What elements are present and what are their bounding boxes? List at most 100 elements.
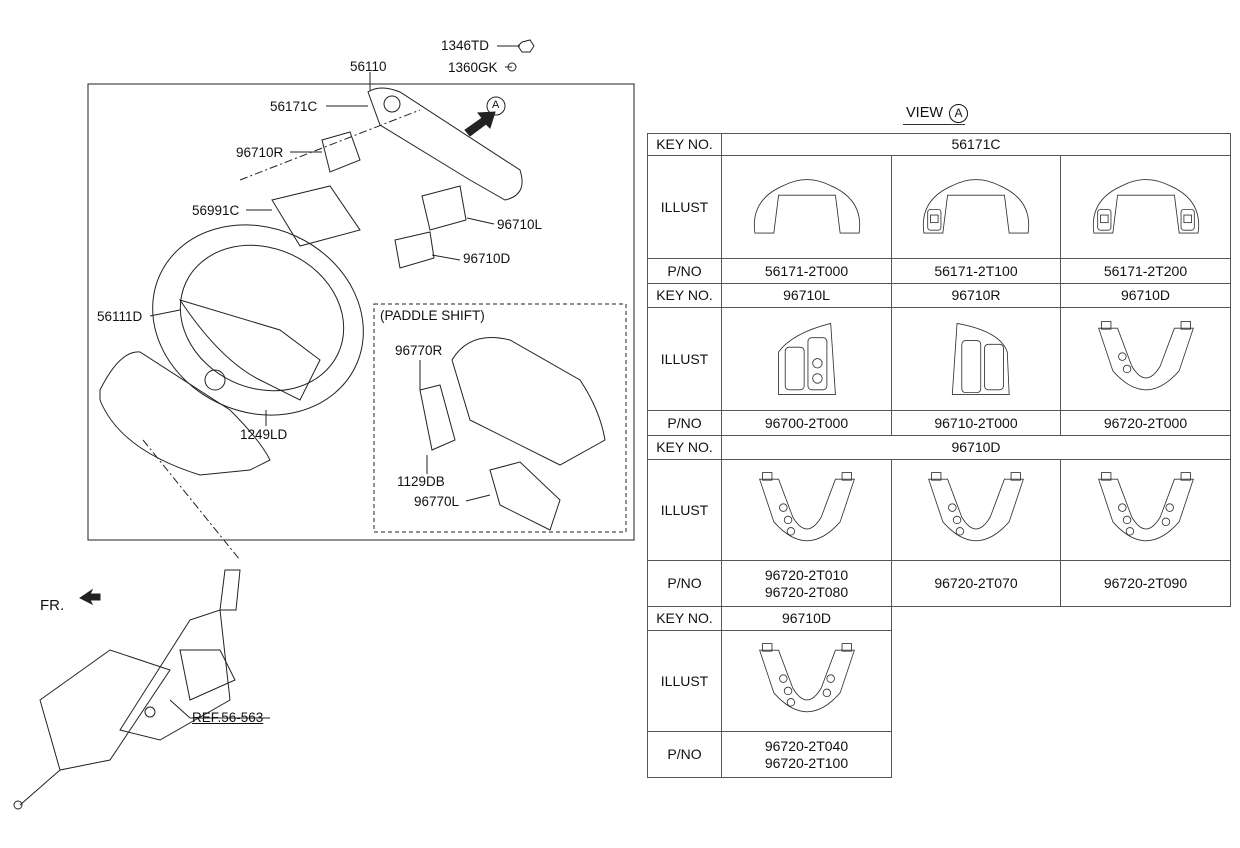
pno-cell[interactable]: 96710-2T000	[891, 410, 1061, 436]
view-a-arrow	[464, 111, 496, 137]
reference-link[interactable]: REF.56-563	[192, 710, 264, 725]
key-no-label: KEY NO.	[656, 136, 713, 153]
illust-header: ILLUST	[647, 459, 722, 561]
diagram-frame	[87, 83, 635, 541]
view-a-marker: A	[492, 99, 500, 111]
part-illustration-bezel-3-2	[758, 643, 855, 713]
illust-label: ILLUST	[660, 198, 709, 215]
illust-cell[interactable]	[721, 630, 892, 732]
front-label: FR.	[40, 597, 65, 614]
callout-56991c[interactable]: 56991C	[192, 203, 240, 218]
part-number: 56171-2T200	[1103, 262, 1188, 279]
upper-cover-56171c	[367, 87, 523, 201]
key-no-value: 96710L	[783, 287, 830, 304]
part-illustration-bezel-3-2	[1097, 472, 1194, 542]
lower-cover	[99, 351, 271, 476]
key-no-cell: 96710L	[721, 283, 892, 308]
callout-96710l[interactable]: 96710L	[497, 217, 543, 232]
pno-label: P/NO	[667, 746, 702, 763]
callout-56171c[interactable]: 56171C	[270, 99, 318, 114]
pno-cell[interactable]: 56171-2T200	[1060, 258, 1231, 284]
illust-cell[interactable]	[721, 307, 892, 411]
pno-header: P/NO	[647, 731, 722, 778]
illust-cell[interactable]	[1060, 459, 1231, 561]
part-number: 96710-2T000	[934, 414, 1018, 431]
part-illustration-bezel-3	[928, 472, 1024, 542]
key-no-cell: 56171C	[721, 133, 1231, 156]
paddle-shift-box	[373, 303, 627, 533]
key-no-value: 96710R	[951, 287, 1001, 304]
key-no-header: KEY NO.	[647, 435, 722, 460]
callout-56111d[interactable]: 56111D	[97, 309, 143, 324]
pno-label: P/NO	[667, 414, 702, 431]
part-illustration-bezel-2	[1097, 321, 1194, 391]
paddle-96770l	[489, 461, 561, 531]
part-illustration-cover-both-switch	[1092, 179, 1199, 234]
part-number: 96720-2T100	[764, 754, 849, 771]
part-illustration-cover-plain	[753, 179, 860, 234]
callout-1360gk[interactable]: 1360GK	[448, 60, 498, 75]
key-no-cell: 96710D	[721, 606, 892, 631]
front-arrow-icon	[79, 588, 101, 606]
illust-cell[interactable]	[1060, 307, 1231, 411]
nut-1346td	[517, 39, 535, 53]
illust-header: ILLUST	[647, 307, 722, 411]
illust-label: ILLUST	[660, 501, 709, 518]
bracket-56991c	[271, 185, 361, 247]
part-number: 96720-2T010	[764, 567, 849, 584]
callout-1249ld[interactable]: 1249LD	[240, 427, 288, 442]
pno-cell[interactable]: 96700-2T000	[721, 410, 892, 436]
callout-96770r[interactable]: 96770R	[395, 343, 443, 358]
paddle-96770r	[419, 384, 456, 451]
bezel-96710d	[394, 231, 435, 269]
pno-label: P/NO	[667, 262, 702, 279]
part-number: 96700-2T000	[764, 414, 849, 431]
pno-cell[interactable]: 56171-2T100	[891, 258, 1061, 284]
illust-cell[interactable]	[891, 459, 1061, 561]
callout-1129db[interactable]: 1129DB	[397, 474, 445, 489]
key-no-label: KEY NO.	[656, 287, 713, 304]
steering-wheel-56111d	[152, 224, 364, 416]
illust-cell[interactable]	[891, 307, 1061, 411]
key-no-value: 96710D	[951, 439, 1001, 456]
illust-header: ILLUST	[647, 155, 722, 259]
pno-cell[interactable]: 56171-2T000	[721, 258, 892, 284]
key-no-label: KEY NO.	[656, 439, 713, 456]
view-a-circle	[486, 96, 506, 116]
steering-column	[13, 569, 241, 810]
part-number: 96720-2T070	[934, 575, 1018, 592]
switch-96710l	[421, 185, 467, 231]
pno-cell[interactable]: 96720-2T000	[1060, 410, 1231, 436]
pno-header: P/NO	[647, 410, 722, 436]
pno-cell[interactable]: 96720-2T090	[1060, 560, 1231, 607]
illust-header: ILLUST	[647, 630, 722, 732]
key-no-cell: 96710R	[891, 283, 1061, 308]
callout-96710d[interactable]: 96710D	[463, 251, 511, 266]
part-number: 96720-2T090	[1103, 575, 1188, 592]
part-number: 56171-2T100	[934, 262, 1018, 279]
callout-1346td[interactable]: 1346TD	[441, 38, 490, 53]
illust-label: ILLUST	[660, 672, 709, 689]
view-marker-circle: A	[949, 104, 969, 123]
illust-cell[interactable]	[721, 459, 892, 561]
callout-56110[interactable]: 56110	[350, 59, 387, 74]
key-no-header: KEY NO.	[647, 283, 722, 308]
part-illustration-switch-right	[951, 322, 1010, 395]
part-illustration-bezel-3	[758, 472, 855, 542]
illust-cell[interactable]	[891, 155, 1061, 259]
leader-lines	[142, 45, 520, 719]
illust-cell[interactable]	[721, 155, 892, 259]
callout-96710r[interactable]: 96710R	[236, 145, 284, 160]
pno-label: P/NO	[667, 575, 702, 592]
pno-cell[interactable]: 96720-2T070	[891, 560, 1061, 607]
illust-cell[interactable]	[1060, 155, 1231, 259]
key-no-value: 96710D	[1120, 287, 1171, 304]
view-title-underline	[903, 124, 965, 125]
part-number: 56171-2T000	[764, 262, 849, 279]
key-no-value: 56171C	[951, 136, 1001, 153]
callout-96770l[interactable]: 96770L	[414, 494, 460, 509]
